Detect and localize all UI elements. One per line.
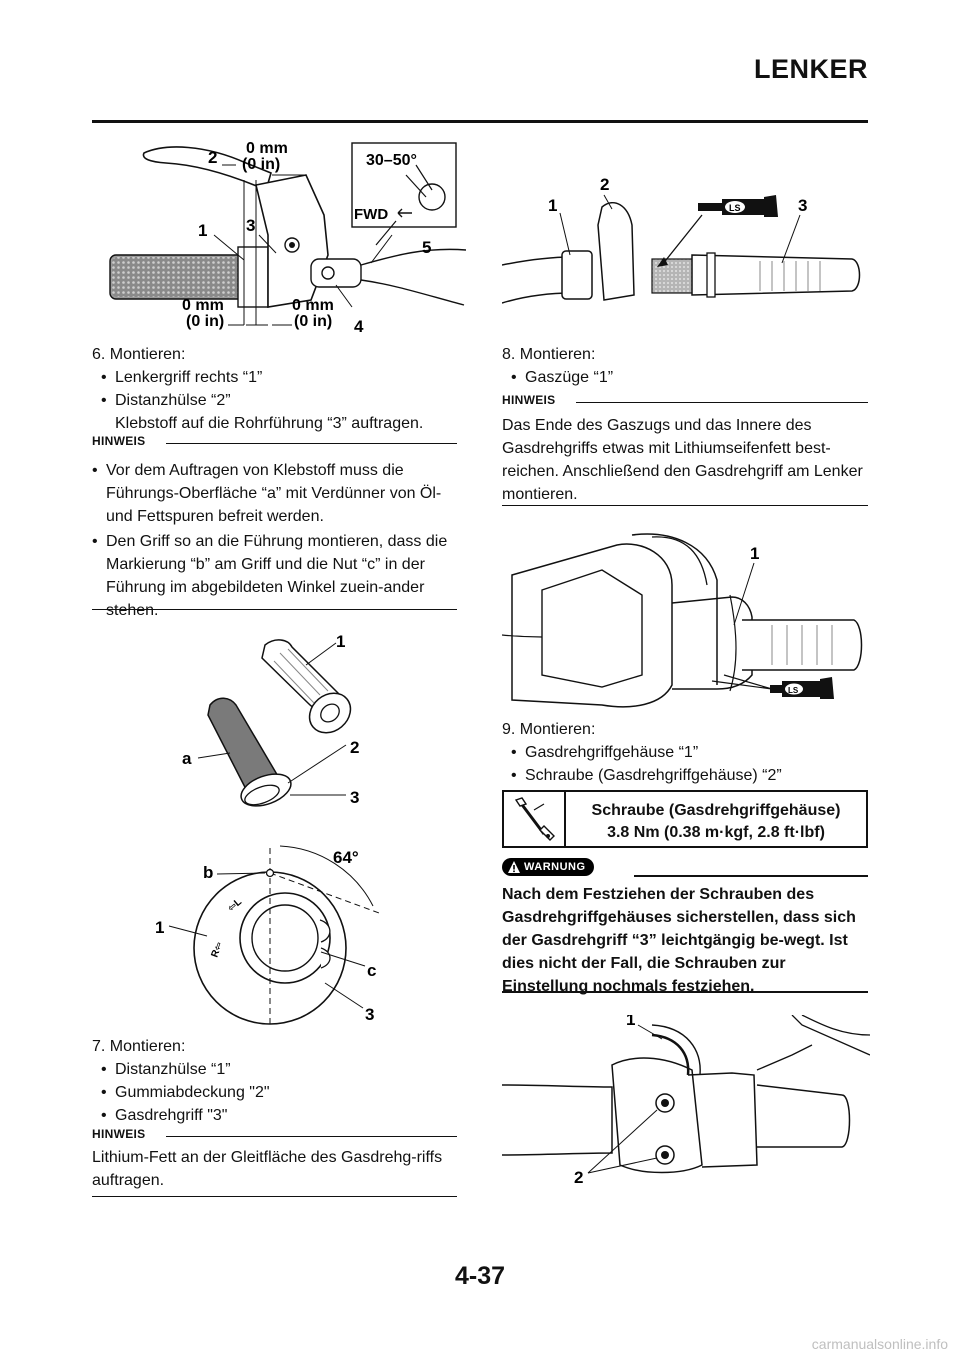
fig4-label-1: 1 [548, 196, 557, 215]
step6-sub: Klebstoff auf die Rohrführung “3” auftra… [115, 415, 424, 432]
fig3-label-1: 1 [155, 918, 164, 937]
step7-heading: 7. Montieren: [92, 1038, 186, 1055]
bullet-dot: • [92, 533, 98, 550]
fig1-dim-top-in: (0 in) [242, 156, 280, 173]
warning-triangle-icon [508, 861, 520, 873]
fig3-angle: 64° [333, 848, 359, 867]
housing-screws-figure: 1 2 [502, 1015, 870, 1185]
torque-wrench-icon [514, 797, 555, 841]
fig4-ls: LS [729, 203, 741, 213]
fig1-dim-br-in: (0 in) [294, 313, 332, 330]
fig1-label-4: 4 [354, 317, 364, 335]
fig1-label-3: 3 [246, 216, 255, 235]
guide-angle-figure: ⇦L R⇦ 64° b 1 c 3 [155, 845, 380, 1028]
guide-letter-r: R⇦ [209, 941, 225, 959]
step6-rule [92, 609, 457, 610]
step8-heading: 8. Montieren: [502, 346, 596, 363]
step6-note-1: •Vor dem Auftragen von Klebstoff muss di… [92, 459, 460, 528]
fig1-fwd: FWD [354, 206, 388, 223]
fig1-label-1: 1 [198, 221, 207, 240]
fig5-label-1: 1 [750, 544, 759, 563]
torque-spec-box: Schraube (Gasdrehgriffgehäuse) 3.8 Nm (0… [502, 790, 868, 848]
bullet-dot: • [101, 392, 107, 409]
fig2-label-a: a [182, 749, 192, 768]
fig3-label-b: b [203, 863, 213, 882]
step6-note-2: •Den Griff so an die Führung montieren, … [92, 530, 460, 622]
step9-bullet-2: •Schraube (Gasdrehgriffgehäuse) “2” [511, 764, 871, 787]
bullet-dot: • [101, 1061, 107, 1078]
fig3-label-3: 3 [365, 1005, 374, 1024]
fig2-label-2: 2 [350, 738, 359, 757]
warning-bottom-rule [502, 991, 868, 993]
step7-bullet-2: •Gummiabdeckung "2" [101, 1081, 461, 1104]
bullet-dot: • [511, 767, 517, 784]
step7-bullet-3: •Gasdrehgriff "3" [101, 1104, 461, 1127]
fig5-ls: LS [788, 686, 799, 695]
torque-title: Schraube (Gasdrehgriffgehäuse) [591, 802, 841, 819]
step6-heading: 6. Montieren: [92, 346, 186, 363]
page-number: 4-37 [454, 1262, 506, 1290]
bullet-dot: • [511, 369, 517, 386]
fig6-label-1: 1 [626, 1015, 635, 1029]
fig2-label-1: 1 [336, 632, 345, 651]
step6-hinweis: HINWEIS [92, 434, 457, 450]
bullet-dot: • [92, 462, 98, 479]
bullet-dot: • [101, 1107, 107, 1124]
fig1-dim-br-mm: 0 mm [292, 297, 334, 314]
fig1-angle: 30–50° [366, 152, 417, 169]
step9-heading: 9. Montieren: [502, 721, 596, 738]
step7-hinweis: HINWEIS [92, 1127, 457, 1143]
fig1-label-5: 5 [422, 238, 431, 257]
step7-note: Lithium-Fett an der Gleitfläche des Gasd… [92, 1149, 443, 1189]
bullet-dot: • [101, 369, 107, 386]
header-rule [92, 120, 868, 123]
fig1-label-2: 2 [208, 148, 217, 167]
step6-bullet-2: •Distanzhülse “2” [101, 389, 461, 412]
lever-grip-figure: 1 2 3 4 5 0 mm (0 in) 0 mm (0 in) 0 mm (… [109, 140, 466, 335]
watermark: carmanualsonline.info [811, 1336, 948, 1352]
step6-bullet-1: •Lenkergriff rechts “1” [101, 366, 461, 389]
warning-top-rule [634, 875, 868, 877]
grip-spacer-figure: 1 2 3 a [182, 632, 359, 807]
fig3-label-c: c [367, 961, 376, 980]
warning-text: Nach dem Festziehen der Schrauben des Ga… [502, 886, 856, 995]
fig6-label-2: 2 [574, 1168, 583, 1185]
step7-bullet-1: •Distanzhülse “1” [101, 1058, 461, 1081]
throttle-housing-figure: LS 1 [502, 533, 863, 708]
fig2-label-3: 3 [350, 788, 359, 807]
torque-value: 3.8 Nm (0.38 m·kgf, 2.8 ft·lbf) [607, 824, 825, 841]
step8-note: Das Ende des Gaszugs und das Innere des … [502, 417, 863, 503]
fig4-label-3: 3 [798, 196, 807, 215]
fig4-label-2: 2 [600, 175, 609, 194]
step7-rule [92, 1196, 457, 1197]
warning-badge: WARNUNG [502, 858, 594, 876]
throttle-cable-figure: LS 1 2 3 [502, 175, 861, 304]
step8-bullet-1: •Gaszüge “1” [511, 366, 871, 389]
page-title: LENKER [753, 54, 868, 84]
fig1-dim-bl-mm: 0 mm [182, 297, 224, 314]
step8-rule [502, 505, 868, 506]
fig1-dim-bl-in: (0 in) [186, 313, 224, 330]
fig1-dim-top-mm: 0 mm [246, 140, 288, 157]
step8-hinweis: HINWEIS [502, 393, 868, 409]
bullet-dot: • [511, 744, 517, 761]
step9-bullet-1: •Gasdrehgriffgehäuse “1” [511, 741, 871, 764]
bullet-dot: • [101, 1084, 107, 1101]
